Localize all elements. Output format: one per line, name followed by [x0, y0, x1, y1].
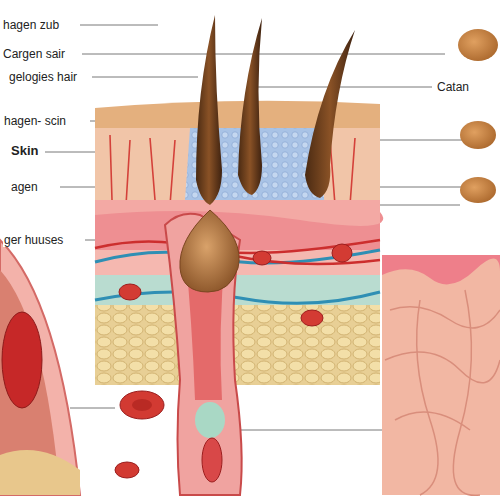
- part-label: Skin: [10, 144, 39, 158]
- part-label: ger huuses: [3, 233, 64, 247]
- part-label: hagen- scin: [3, 114, 67, 128]
- part-label: agen: [10, 180, 39, 194]
- part-label: Cargen sair: [2, 47, 66, 61]
- part-label: gelogies hair: [8, 70, 78, 84]
- part-label: hagen zub: [2, 18, 60, 32]
- part-label: Catan: [436, 80, 470, 94]
